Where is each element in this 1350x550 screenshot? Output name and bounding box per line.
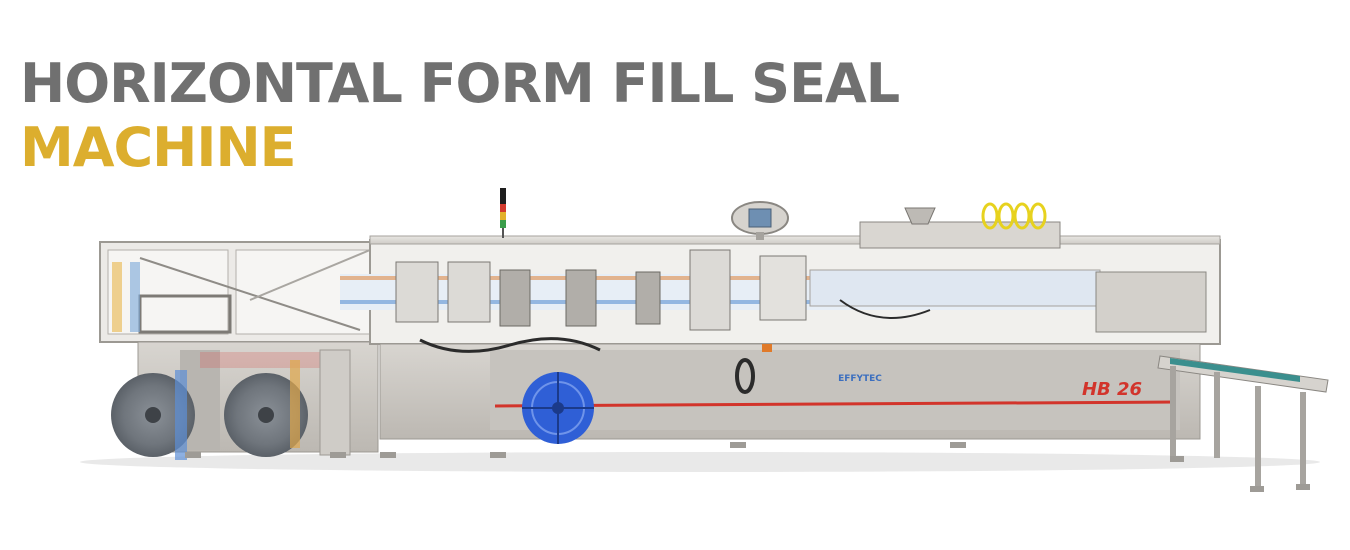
page-title: HORIZONTAL FORM FILL SEAL MACHINE bbox=[20, 52, 900, 180]
brand-label: EFFYTEC bbox=[838, 374, 882, 384]
dosing-unit bbox=[859, 202, 1061, 249]
signal-light bbox=[500, 188, 506, 238]
red-stripe bbox=[494, 400, 1177, 408]
film-reels bbox=[111, 349, 351, 460]
title-line-2: MACHINE bbox=[20, 116, 297, 179]
control-panel bbox=[731, 201, 789, 240]
blue-reel bbox=[522, 372, 594, 444]
machine-feet bbox=[185, 442, 1310, 492]
model-label: HB 26 bbox=[1082, 379, 1142, 400]
machine-body bbox=[340, 235, 1221, 440]
title-line-1: HORIZONTAL FORM FILL SEAL bbox=[20, 52, 900, 115]
outfeed-conveyor bbox=[1157, 355, 1329, 486]
